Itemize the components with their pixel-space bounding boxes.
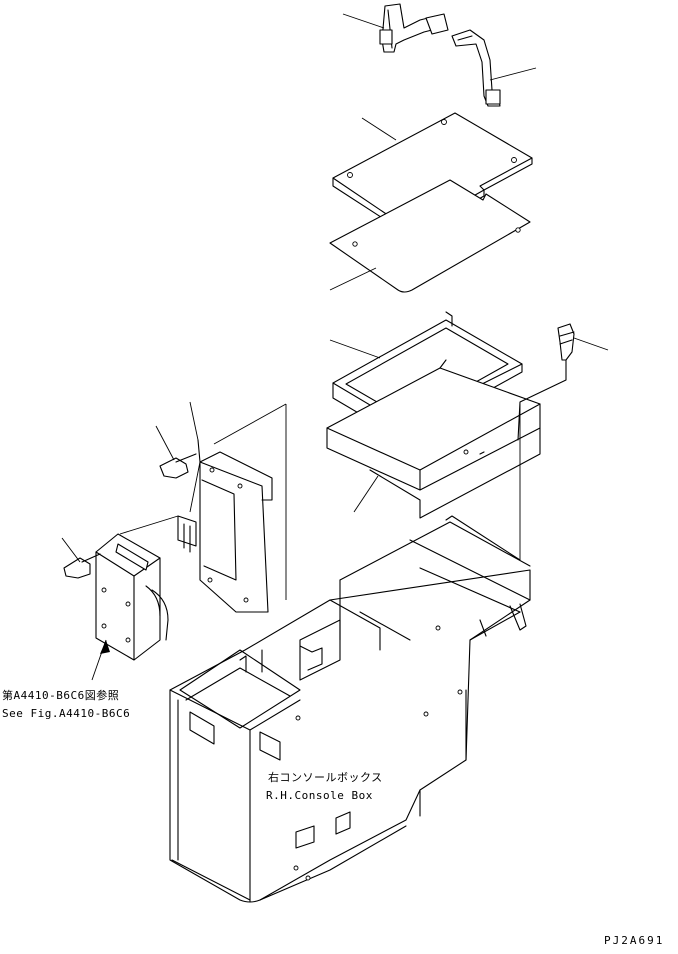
mat-sheet (329, 179, 531, 293)
tray-base (326, 359, 541, 519)
assembly-lines (119, 403, 521, 600)
drawing-code: PJ2A691 (604, 934, 665, 947)
bolt-box (63, 553, 101, 579)
reference-note-jp: 第A4410-B6C6図参照 (2, 689, 120, 702)
console-box (169, 515, 531, 903)
bolt-right (517, 323, 575, 441)
strap-right (451, 29, 501, 107)
controller-box (95, 533, 169, 661)
bracket (197, 439, 273, 613)
connector-clips (177, 515, 197, 553)
console-box-label-jp: 右コンソールボックス (268, 771, 383, 784)
bolt-bracket (159, 453, 197, 479)
reference-arrow (100, 640, 110, 654)
strap-left (379, 3, 449, 53)
console-box-label-en: R.H.Console Box (266, 789, 373, 802)
reference-note-en: See Fig.A4410-B6C6 (2, 707, 131, 720)
